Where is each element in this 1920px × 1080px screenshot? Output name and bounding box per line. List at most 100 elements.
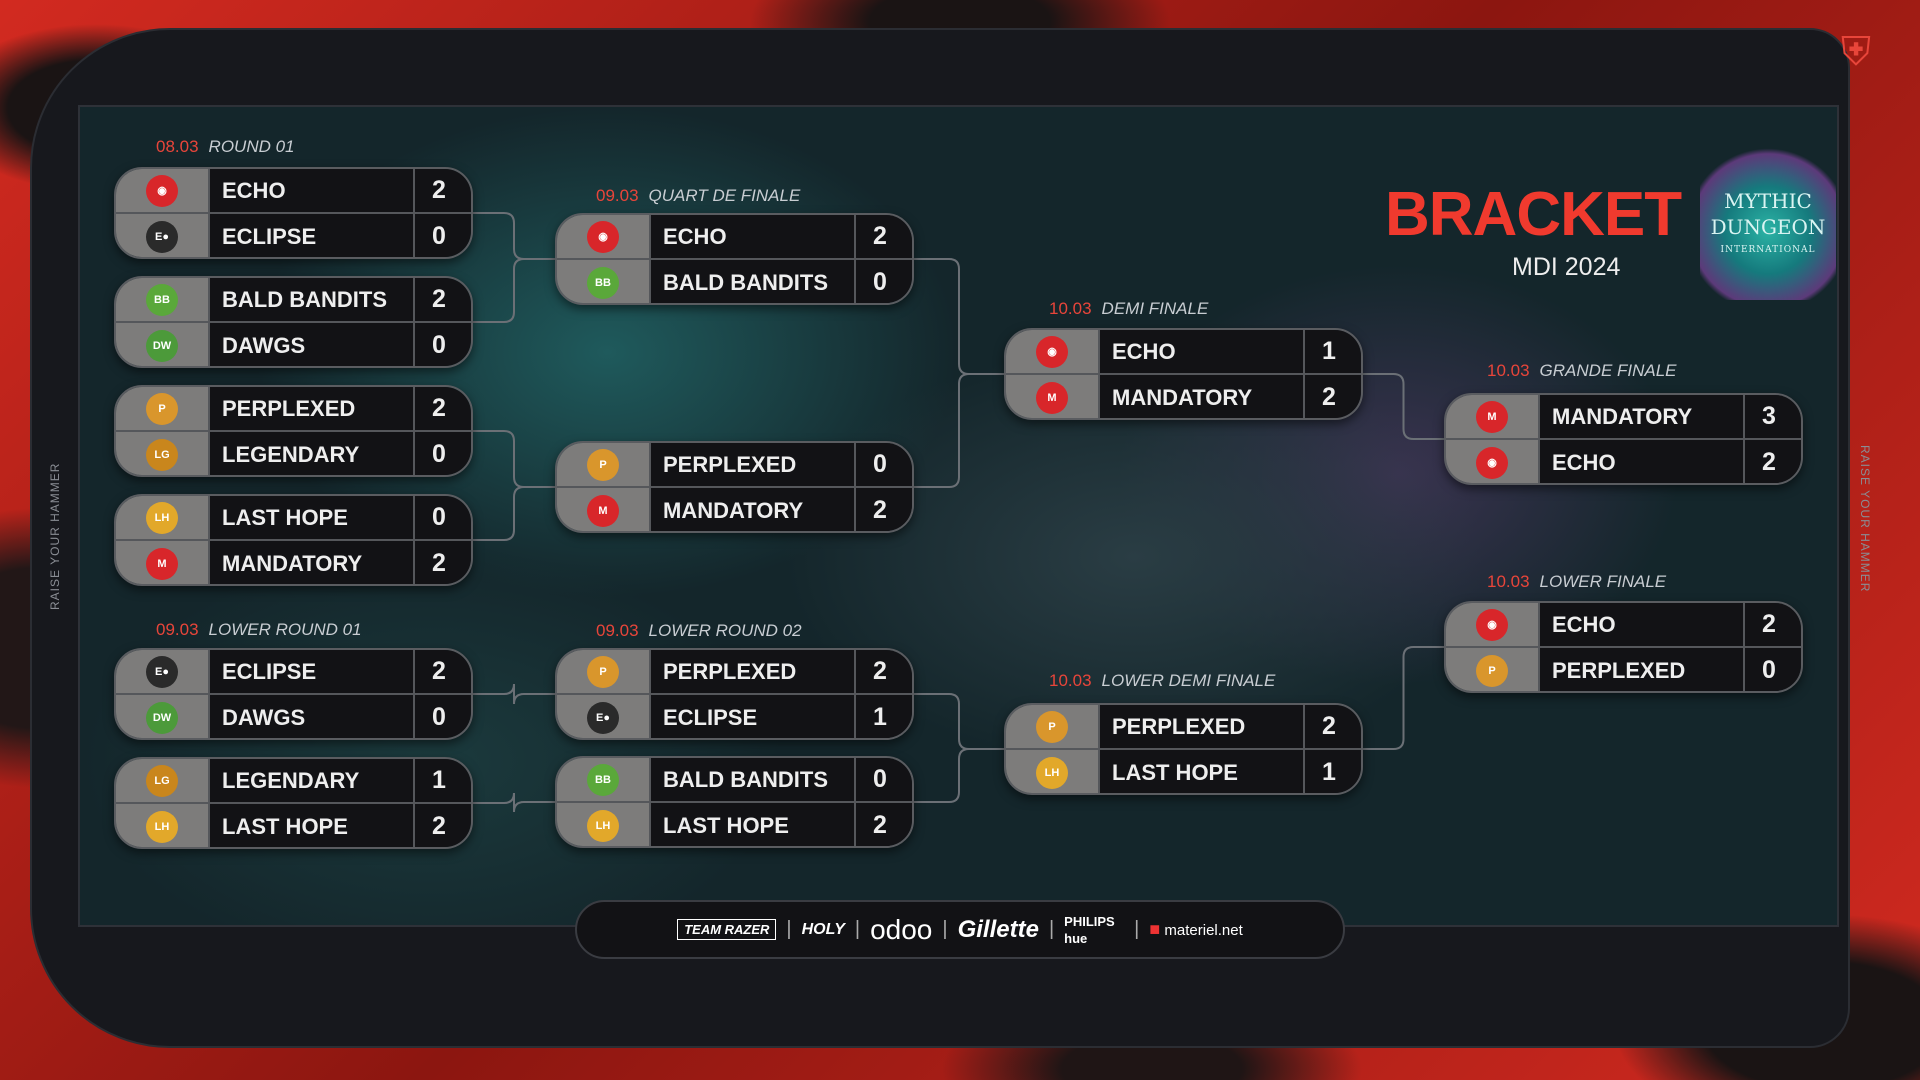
team-name: MANDATORY — [210, 541, 415, 584]
team-logo: ◉ — [557, 215, 651, 258]
team-logo: E● — [116, 650, 210, 693]
team-logo: BB — [557, 260, 651, 303]
stage-name: QUART DE FINALE — [648, 186, 801, 205]
stage-date: 09.03 — [596, 621, 639, 640]
logo-line-2: DUNGEON — [1710, 215, 1826, 239]
team-name: DAWGS — [210, 323, 415, 366]
team-score: 2 — [415, 650, 471, 693]
team-score: 2 — [415, 541, 471, 584]
team-score: 2 — [1305, 375, 1361, 418]
team-score: 2 — [1305, 705, 1361, 748]
team-logo: BB — [557, 758, 651, 801]
eclipse-logo-icon: E● — [146, 220, 178, 253]
team-score: 2 — [856, 215, 912, 258]
mandatory-logo-icon: M — [587, 494, 619, 527]
echo-dragon-icon: ◉ — [1476, 446, 1508, 479]
team-score: 0 — [415, 695, 471, 738]
last-hope-logo-icon: LH — [146, 501, 178, 534]
sponsor-bar: TEAM RAZER| HOLY| odoo| Gillette| PHILIP… — [575, 900, 1345, 959]
team-logo: LH — [116, 804, 210, 847]
stage-date: 09.03 — [156, 620, 199, 639]
stage-name: GRANDE FINALE — [1539, 361, 1677, 380]
bracket-connector — [914, 693, 1004, 750]
team-logo: ◉ — [1446, 603, 1540, 646]
team-name: MANDATORY — [1100, 375, 1305, 418]
mandatory-logo-icon: M — [1036, 381, 1068, 414]
team-logo: DW — [116, 323, 210, 366]
team-score: 0 — [856, 443, 912, 486]
last-hope-logo-icon: LH — [146, 810, 178, 843]
team-name: ECLIPSE — [651, 695, 856, 738]
bracket-connector — [473, 258, 555, 323]
team-name: PERPLEXED — [651, 443, 856, 486]
team-logo: LG — [116, 759, 210, 802]
team-name: PERPLEXED — [1100, 705, 1305, 748]
team-logo: P — [116, 387, 210, 430]
team-score: 2 — [1745, 603, 1801, 646]
mandatory-logo-icon: M — [146, 547, 178, 580]
team-score: 0 — [1745, 648, 1801, 691]
team-name: BALD BANDITS — [651, 260, 856, 303]
team-score: 0 — [856, 758, 912, 801]
team-score: 3 — [1745, 395, 1801, 438]
team-logo: LH — [557, 803, 651, 846]
team-name: LAST HOPE — [210, 496, 415, 539]
team-score: 1 — [1305, 330, 1361, 373]
team-score: 0 — [415, 496, 471, 539]
bracket-connector — [914, 373, 1004, 488]
team-score: 1 — [856, 695, 912, 738]
eclipse-logo-icon: E● — [587, 701, 619, 734]
team-name: LAST HOPE — [1100, 750, 1305, 793]
stage-name: LOWER ROUND 02 — [648, 621, 802, 640]
page-title: BRACKET — [1385, 180, 1682, 249]
team-logo: ◉ — [116, 169, 210, 212]
team-name: BALD BANDITS — [651, 758, 856, 801]
perplexed-logo-icon: P — [1036, 710, 1068, 743]
